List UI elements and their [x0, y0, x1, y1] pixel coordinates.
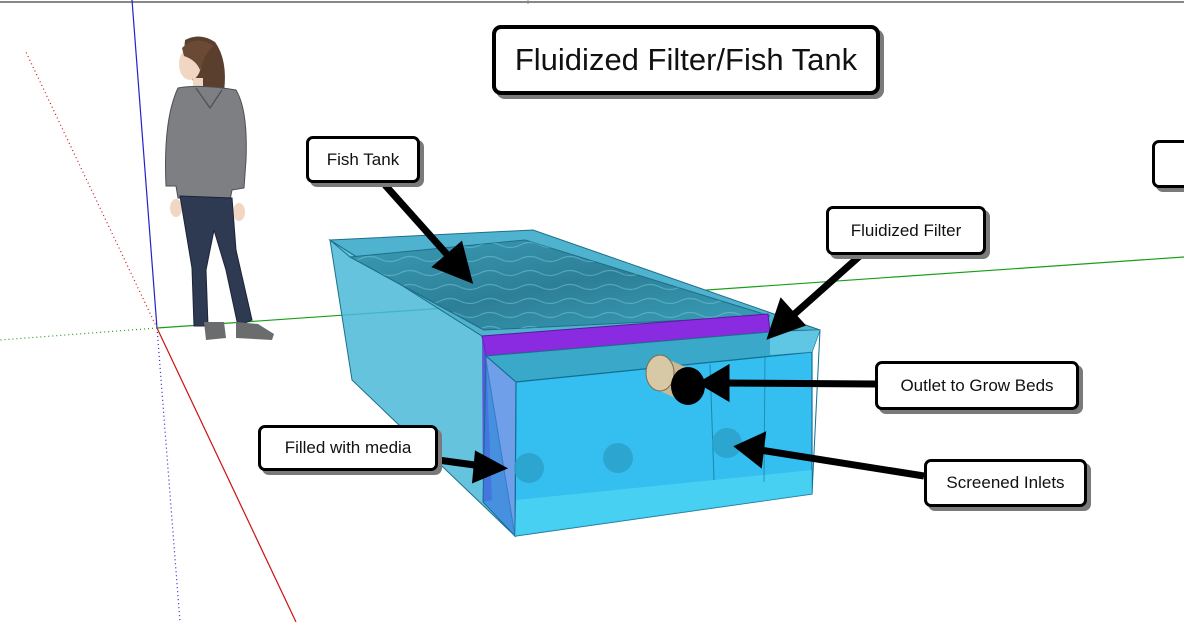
red-axis [156, 327, 297, 622]
label-media: Filled with media [258, 425, 438, 471]
outlet-pipe [645, 354, 705, 405]
label-fish-tank: Fish Tank [306, 136, 420, 183]
label-fluidized-filter: Fluidized Filter [826, 206, 986, 255]
label-outlet: Outlet to Grow Beds [875, 361, 1079, 410]
offscreen-callout-edge [1152, 140, 1184, 188]
diagram-title: Fluidized Filter/Fish Tank [492, 25, 880, 95]
inlet-circle [712, 428, 742, 458]
inlet-circle [514, 453, 544, 483]
arrow-fish-tank [382, 182, 455, 263]
green-axis-dotted [0, 327, 158, 341]
callout-arrows [382, 182, 925, 484]
blue-axis-dotted [156, 327, 181, 622]
person-figure [165, 36, 274, 340]
blue-axis [131, 0, 158, 329]
label-inlets: Screened Inlets [924, 459, 1087, 507]
arrow-outlet [721, 379, 877, 388]
arrow-inlets [759, 446, 925, 480]
arrow-fluidized-filter [787, 251, 865, 321]
inlet-circle [603, 443, 633, 473]
red-axis-dotted [24, 49, 158, 329]
